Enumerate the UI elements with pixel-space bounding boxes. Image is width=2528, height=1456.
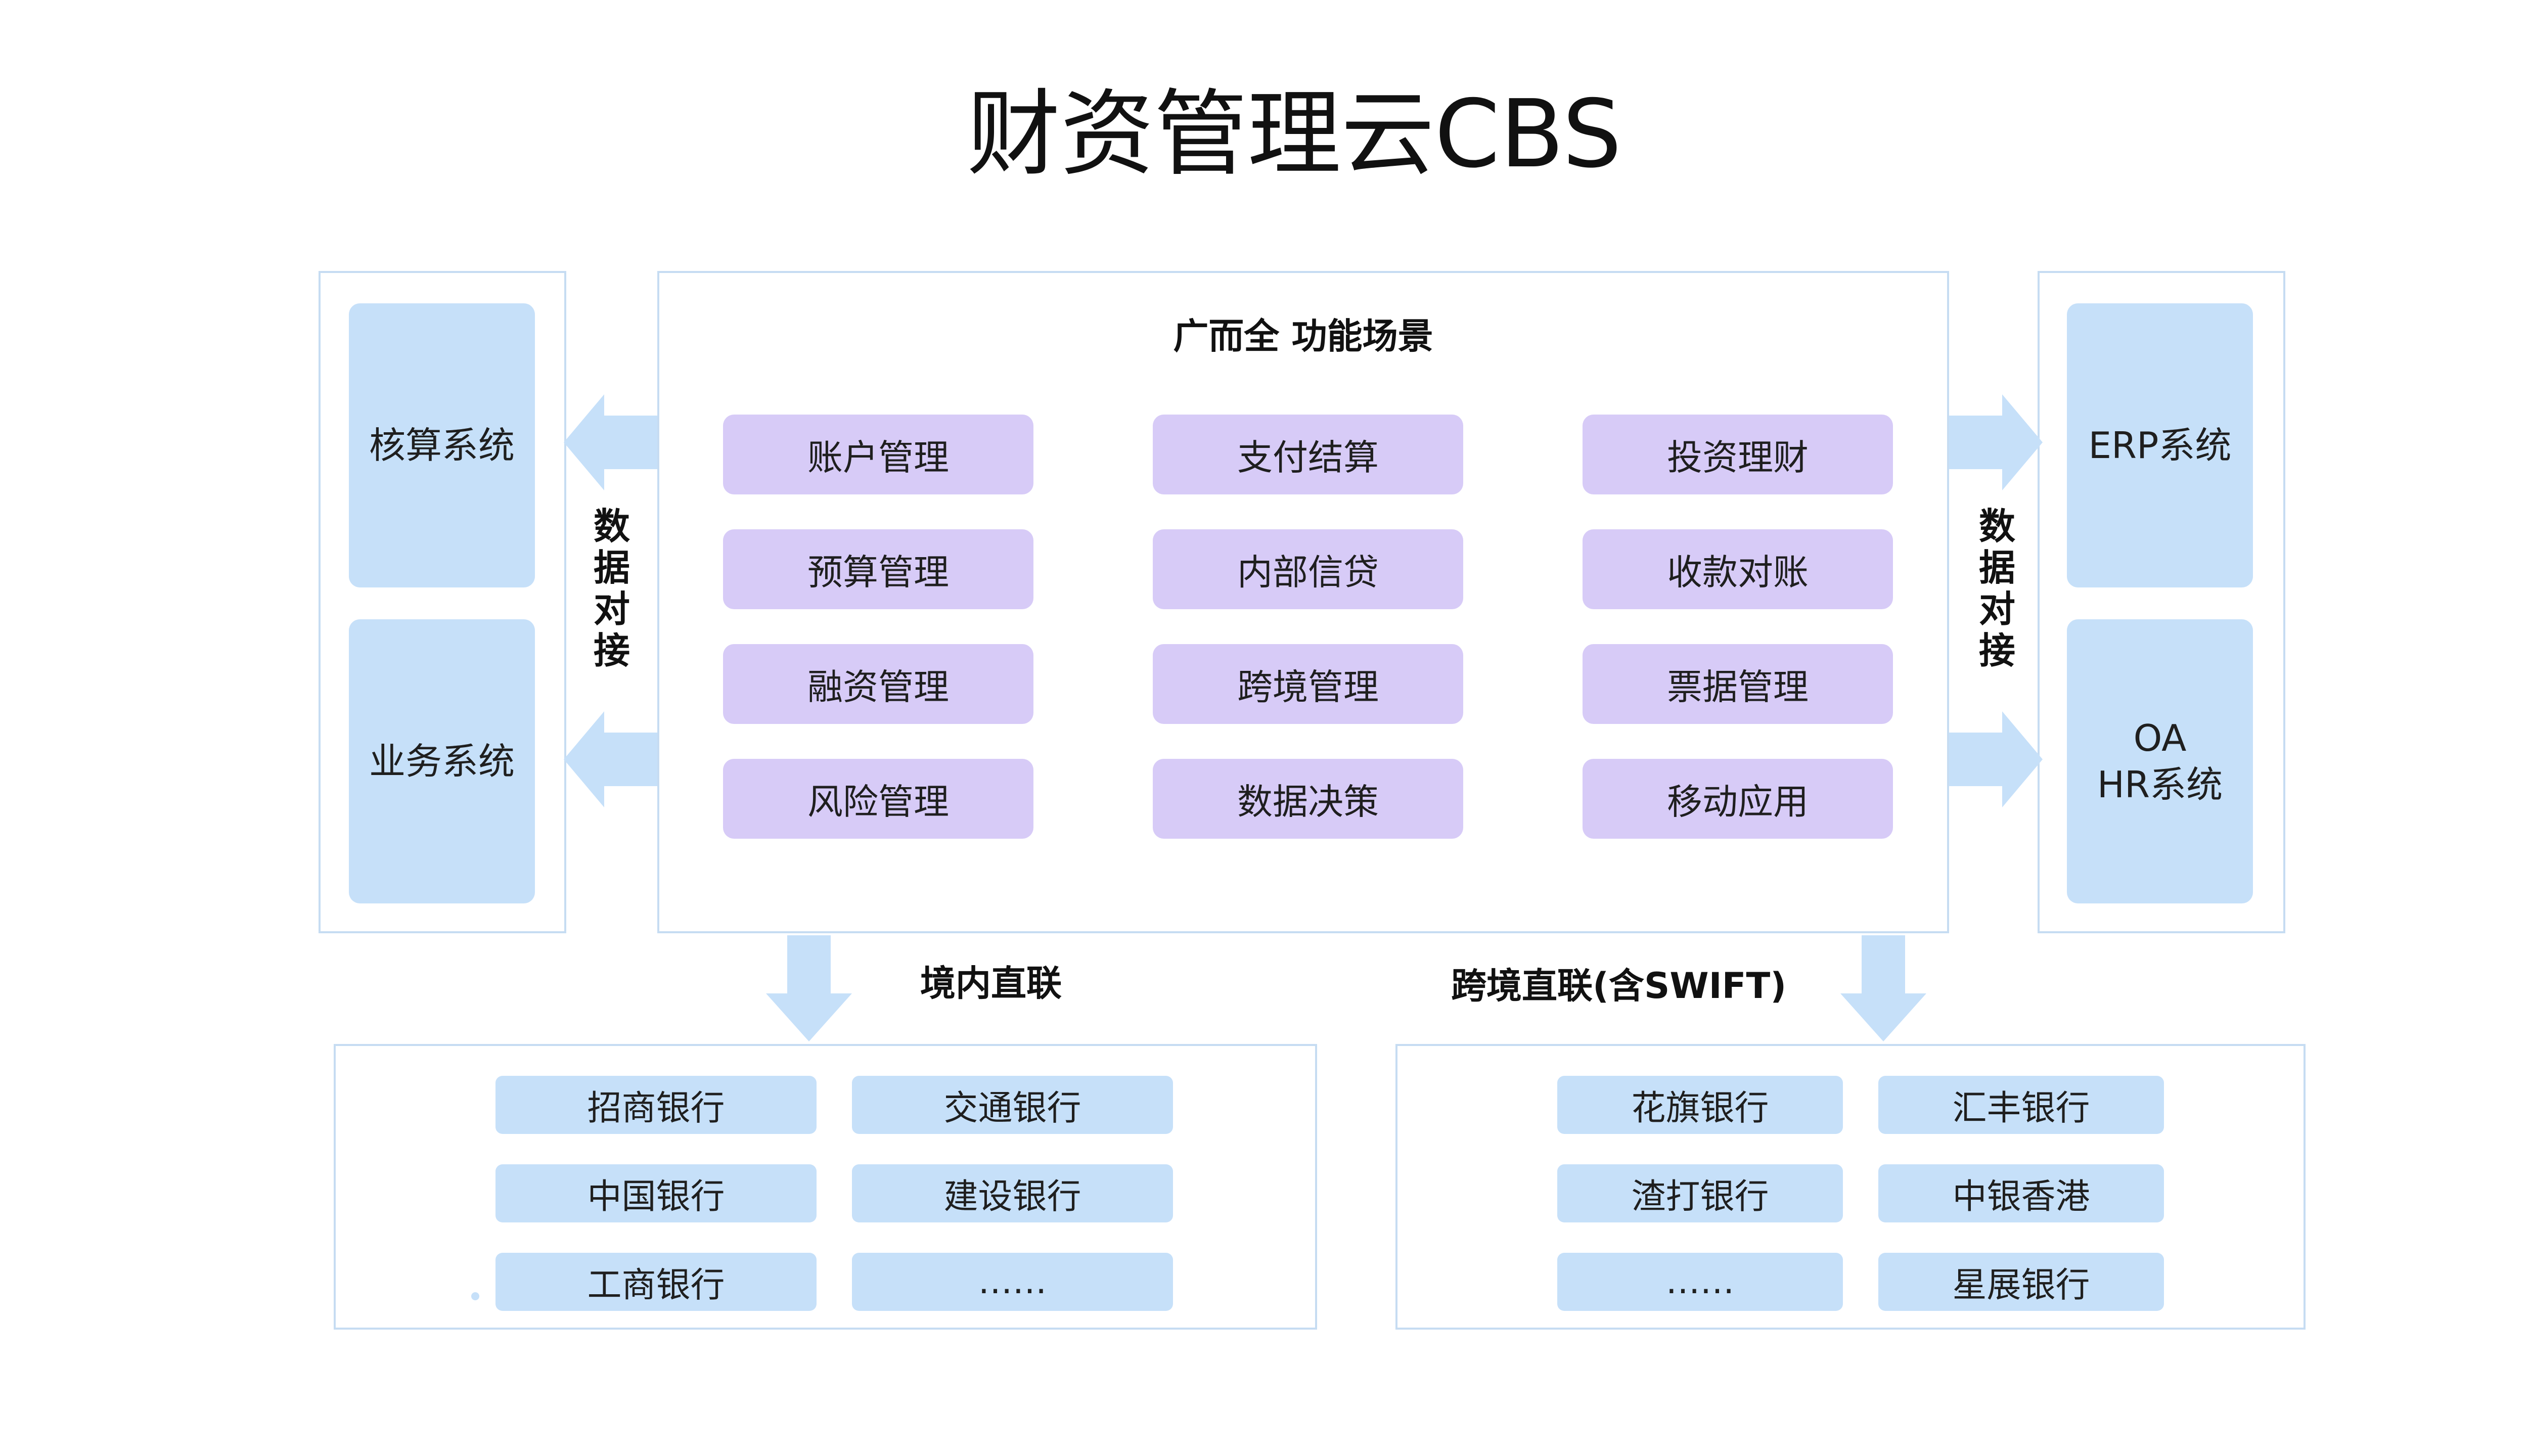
system-oa-label: OA: [2133, 717, 2187, 759]
system-hr-label: HR系统: [2097, 763, 2223, 806]
system-business[interactable]: 业务系统: [349, 619, 535, 903]
system-oa-hr[interactable]: OA HR系统: [2067, 619, 2253, 903]
func-budget-management[interactable]: 预算管理: [723, 529, 1033, 609]
bank-cmb[interactable]: 招商银行: [495, 1076, 817, 1134]
bank-boc-hk[interactable]: 中银香港: [1878, 1164, 2164, 1222]
func-risk-management[interactable]: 风险管理: [723, 759, 1033, 839]
left-arrow-top-icon: [564, 394, 657, 490]
left-data-connector-label: 数据对接: [593, 505, 630, 672]
bank-crossborder-more[interactable]: ……: [1557, 1253, 1843, 1311]
bank-dbs[interactable]: 星展银行: [1878, 1253, 2164, 1311]
system-accounting[interactable]: 核算系统: [349, 303, 535, 587]
bank-ccb[interactable]: 建设银行: [852, 1164, 1173, 1222]
func-mobile-application[interactable]: 移动应用: [1583, 759, 1893, 839]
bank-icbc[interactable]: 工商银行: [495, 1253, 817, 1311]
bank-citi[interactable]: 花旗银行: [1557, 1076, 1843, 1134]
domestic-direct-connect-label: 境内直联: [920, 963, 1062, 1004]
decorative-dot: [471, 1292, 479, 1300]
bank-boc[interactable]: 中国银行: [495, 1164, 817, 1222]
system-erp[interactable]: ERP系统: [2067, 303, 2253, 587]
crossborder-direct-connect-label: 跨境直联(含SWIFT): [1451, 965, 1787, 1007]
bank-hsbc[interactable]: 汇丰银行: [1878, 1076, 2164, 1134]
func-bill-management[interactable]: 票据管理: [1583, 644, 1893, 724]
crossborder-down-arrow-icon: [1840, 935, 1926, 1041]
func-data-decision[interactable]: 数据决策: [1153, 759, 1463, 839]
func-investment[interactable]: 投资理财: [1583, 415, 1893, 494]
bank-bocom[interactable]: 交通银行: [852, 1076, 1173, 1134]
func-financing-management[interactable]: 融资管理: [723, 644, 1033, 724]
bank-standard-chartered[interactable]: 渣打银行: [1557, 1164, 1843, 1222]
left-arrow-bottom-icon: [564, 711, 657, 807]
func-cross-border-management[interactable]: 跨境管理: [1153, 644, 1463, 724]
domestic-down-arrow-icon: [766, 935, 852, 1041]
bank-domestic-more[interactable]: ……: [852, 1253, 1173, 1311]
crossborder-banks-panel: [1395, 1044, 2306, 1330]
func-collection-reconciliation[interactable]: 收款对账: [1583, 529, 1893, 609]
func-payment-settlement[interactable]: 支付结算: [1153, 415, 1463, 494]
page-title: 财资管理云CBS: [967, 79, 1622, 189]
func-internal-credit[interactable]: 内部信贷: [1153, 529, 1463, 609]
right-data-connector-label: 数据对接: [1978, 505, 2015, 672]
func-account-management[interactable]: 账户管理: [723, 415, 1033, 494]
right-arrow-bottom-icon: [1949, 711, 2043, 807]
center-panel-title: 广而全 功能场景: [1173, 315, 1433, 357]
right-arrow-top-icon: [1949, 394, 2043, 490]
